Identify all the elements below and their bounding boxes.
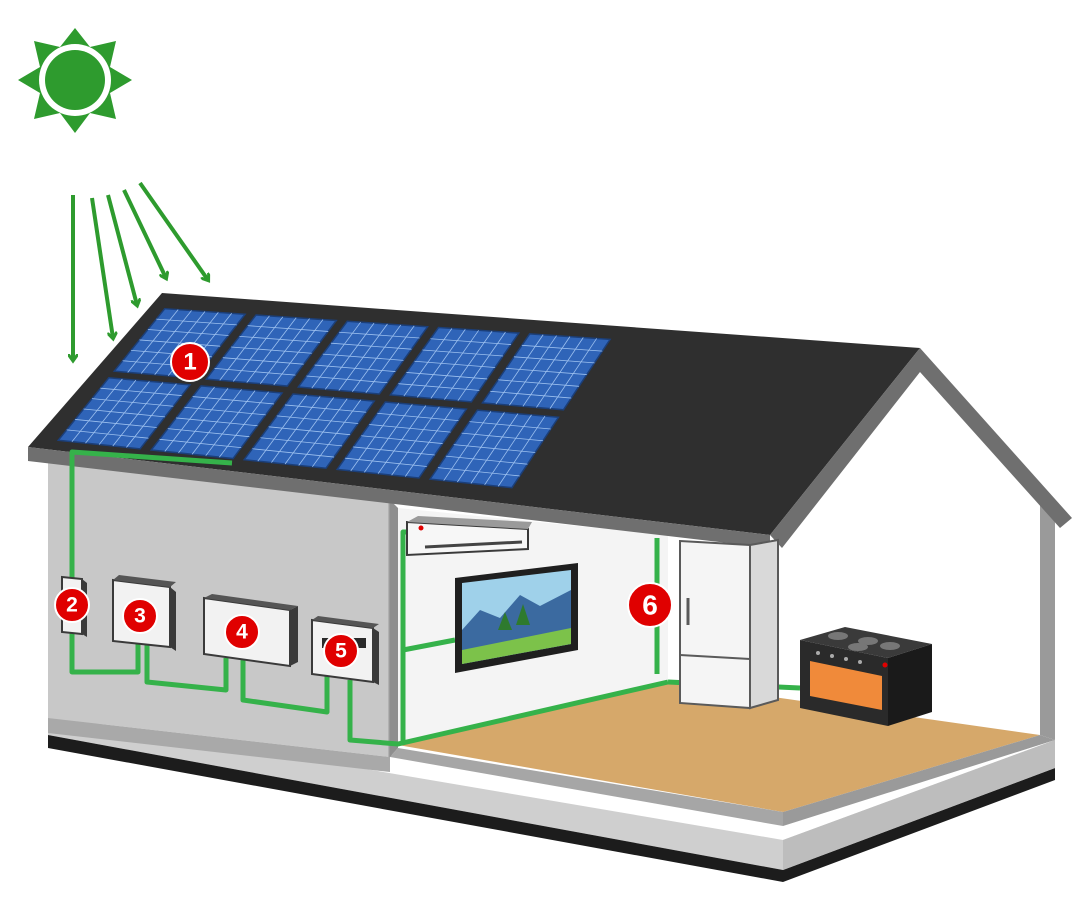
panel-cell-line bbox=[214, 367, 296, 376]
panel-cell-line bbox=[361, 435, 443, 444]
panel-cell-line bbox=[422, 349, 504, 357]
ground-slab bbox=[48, 715, 1055, 882]
sun-rays bbox=[73, 181, 208, 360]
panel-cell-line bbox=[314, 364, 396, 372]
panel-cell-line bbox=[498, 379, 580, 387]
panel-cell-line bbox=[437, 467, 520, 477]
marker-6-label: 6 bbox=[642, 590, 658, 621]
panel-cell-line bbox=[231, 346, 312, 354]
panel-cell-line bbox=[445, 455, 528, 465]
panel-cell-line bbox=[66, 429, 149, 439]
marker-3: 3 bbox=[122, 598, 158, 634]
panel-cell-line bbox=[91, 398, 174, 407]
sun-ray bbox=[138, 181, 208, 280]
panel-cell-line bbox=[222, 357, 304, 365]
panel-cell-line bbox=[100, 387, 182, 396]
panel-cell-line bbox=[369, 424, 451, 433]
panel-cell-line bbox=[83, 408, 166, 418]
marker-4-label: 4 bbox=[236, 621, 248, 644]
marker-3-label: 3 bbox=[134, 605, 146, 628]
sun-icon bbox=[18, 28, 132, 133]
marker-5: 5 bbox=[323, 633, 359, 669]
panel-cell-line bbox=[453, 444, 536, 453]
panel-cell-line bbox=[260, 437, 343, 447]
panel-cell-line bbox=[506, 367, 587, 375]
panel-cell-line bbox=[75, 419, 157, 428]
panel-cell-line bbox=[339, 331, 420, 339]
panel-cell-line bbox=[192, 396, 274, 405]
panel-cell-line bbox=[513, 356, 595, 364]
panel-cell-line bbox=[139, 339, 221, 347]
panel-cell-line bbox=[268, 426, 351, 436]
panel-cell-line bbox=[322, 353, 404, 361]
television-icon bbox=[455, 563, 578, 673]
panel-cell-line bbox=[284, 404, 367, 413]
panel-cell-line bbox=[406, 372, 488, 380]
wire-to-tv bbox=[402, 637, 456, 653]
sun-ray bbox=[90, 197, 113, 338]
panel-cell-line bbox=[176, 417, 258, 427]
refrigerator-icon bbox=[679, 538, 779, 710]
marker-6: 6 bbox=[627, 582, 673, 628]
panel-cell-line bbox=[521, 344, 603, 352]
panel-cell-line bbox=[353, 446, 435, 456]
wire-inverter-to-room bbox=[347, 679, 669, 747]
panel-cell-line bbox=[247, 325, 329, 332]
panel-cell-line bbox=[345, 457, 427, 467]
solar-panel-icon bbox=[56, 307, 612, 489]
panel-cell-line bbox=[430, 338, 511, 345]
panel-cell-line bbox=[414, 360, 496, 368]
panel-cell-line bbox=[330, 342, 412, 350]
panel-cell-line bbox=[398, 383, 480, 391]
panel-cell-line bbox=[306, 375, 388, 384]
marker-1-label: 1 bbox=[183, 349, 196, 376]
panel-cell-line bbox=[156, 318, 237, 326]
panel-cell-line bbox=[159, 438, 242, 449]
panel-cell-line bbox=[184, 406, 266, 416]
marker-2: 2 bbox=[54, 587, 90, 623]
panel-cell-line bbox=[147, 329, 229, 336]
panel-cell-line bbox=[461, 432, 544, 442]
wire-junction-to-controller bbox=[69, 632, 141, 675]
wire-battery-to-inverter bbox=[240, 660, 330, 715]
sun-ray bbox=[122, 189, 166, 278]
panel-cell-line bbox=[469, 421, 551, 430]
panel-cell-line bbox=[490, 390, 572, 399]
panel-cell-line bbox=[167, 428, 250, 438]
marker-4: 4 bbox=[224, 614, 260, 650]
sun-ray bbox=[106, 194, 137, 305]
marker-5-label: 5 bbox=[335, 640, 347, 663]
wire-panel-to-junction bbox=[69, 449, 233, 585]
panel-cell-line bbox=[239, 335, 321, 343]
stove-icon bbox=[800, 627, 932, 726]
air-conditioner-icon bbox=[406, 516, 532, 557]
wire-controller-to-battery bbox=[144, 645, 229, 693]
panel-cell-line bbox=[252, 448, 335, 458]
marker-1: 1 bbox=[170, 342, 210, 382]
panel-cell-line bbox=[377, 412, 459, 422]
marker-2-label: 2 bbox=[66, 594, 78, 617]
panel-cell-line bbox=[276, 415, 359, 424]
